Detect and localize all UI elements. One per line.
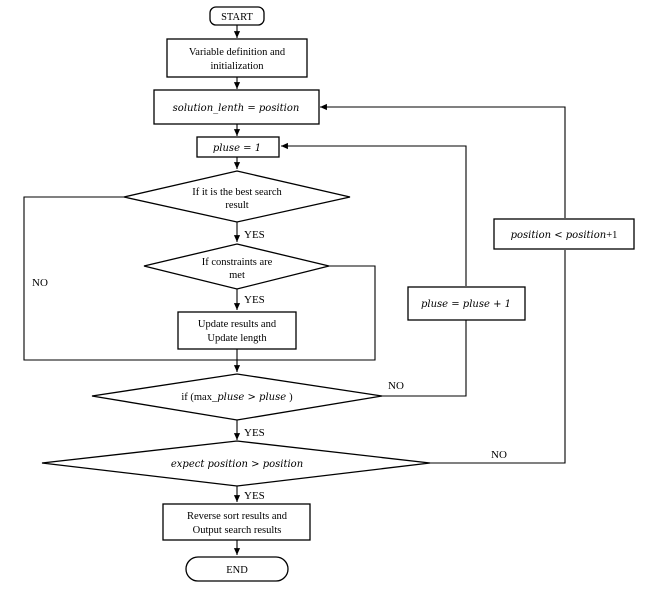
yes-label-max: YES (244, 427, 265, 439)
edge-best-no (23, 196, 237, 361)
constraints-label-line1: If constraints are (202, 257, 273, 268)
update-label-line1: Update results and (198, 319, 277, 330)
edges (23, 25, 566, 555)
best-search-diamond (123, 170, 351, 223)
best-search-label-line1: If it is the best search (192, 187, 282, 198)
yes-label-expect: YES (244, 490, 265, 502)
max-pluse-condition: pluse > pluse (217, 392, 286, 403)
position-increment-node: position < position+1 (493, 218, 635, 250)
constraints-label-line2: met (229, 270, 245, 281)
solution-length-node: solution_lenth = position (153, 89, 320, 125)
max-pluse-label: if (max_pluse > pluse) (181, 392, 293, 403)
expect-position-label: expect position > position (171, 459, 303, 470)
update-label-line2: Update length (207, 333, 267, 344)
update-node: Update results and Update length (177, 311, 297, 350)
pluse-init-node: pluse = 1 (196, 136, 280, 158)
yes-label-constraints: YES (244, 294, 265, 306)
pluse-increment-label: pluse = pluse + 1 (421, 299, 511, 310)
init-label-line2: initialization (210, 61, 264, 72)
init-node: Variable definition and initialization (166, 38, 308, 78)
no-label-max: NO (388, 380, 404, 392)
max-pluse-diamond (91, 373, 383, 421)
reverse-sort-label-line1: Reverse sort results and (187, 511, 288, 522)
start-terminal (209, 6, 265, 26)
max-pluse-decision: if (max_pluse > pluse) (91, 373, 383, 421)
yes-label-best: YES (244, 229, 265, 241)
position-increment-suffix: +1 (606, 230, 617, 241)
edge-expect-no (430, 250, 566, 464)
constraints-diamond (143, 243, 330, 290)
reverse-sort-box (162, 503, 311, 541)
end-label: END (226, 565, 248, 576)
max-pluse-prefix: if (max_ (181, 392, 218, 403)
pluse-increment-box (407, 286, 526, 321)
max-pluse-suffix: ) (289, 392, 293, 403)
end-terminal (185, 556, 289, 582)
solution-length-label: solution_lenth = position (173, 103, 300, 114)
start-node: START (209, 6, 265, 26)
edge-max-no (382, 320, 467, 397)
position-increment-condition: position < position (511, 230, 607, 241)
pluse-init-box (196, 136, 280, 158)
reverse-sort-node: Reverse sort results and Output search r… (162, 503, 311, 541)
edge-constraints-no (237, 265, 376, 361)
best-search-decision: If it is the best search result (123, 170, 351, 223)
update-box (177, 311, 297, 350)
expect-position-diamond (41, 440, 431, 487)
init-box (166, 38, 308, 78)
edge-position-to-solution (320, 103, 566, 218)
solution-length-box (153, 89, 320, 125)
start-label: START (221, 12, 253, 23)
reverse-sort-label-line2: Output search results (193, 525, 282, 536)
pluse-init-label: pluse = 1 (213, 143, 261, 154)
no-label-best: NO (32, 277, 48, 289)
end-node: END (185, 556, 289, 582)
no-label-expect: NO (491, 449, 507, 461)
pluse-increment-node: pluse = pluse + 1 (407, 286, 526, 321)
position-increment-box (493, 218, 635, 250)
constraints-decision: If constraints are met (143, 243, 330, 290)
edge-increment-to-pluse (281, 142, 467, 286)
best-search-label-line2: result (225, 200, 248, 211)
position-increment-label: position < position+1 (511, 230, 618, 241)
init-label-line1: Variable definition and (189, 47, 286, 58)
expect-position-decision: expect position > position (41, 440, 431, 487)
